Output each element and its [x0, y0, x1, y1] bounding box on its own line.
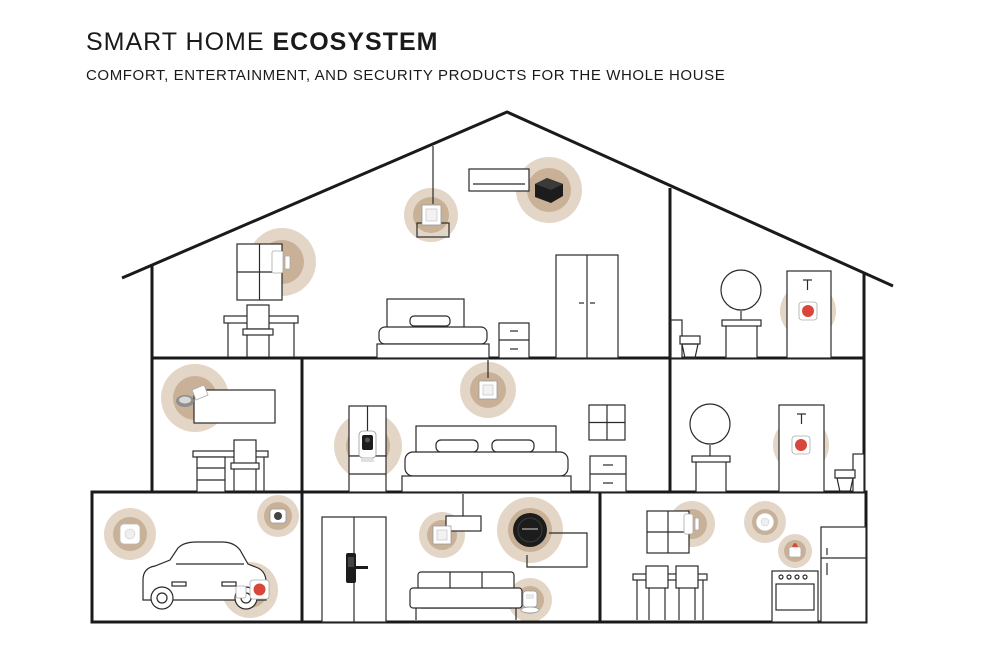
- door-window-sensor-icon: [683, 513, 700, 535]
- robot-vacuum-icon: [513, 513, 547, 547]
- attic-bathroom-furniture: [670, 269, 832, 359]
- smoke-detector-icon: [119, 523, 141, 545]
- smart-light-switch-icon: [478, 380, 498, 400]
- page-title: SMART HOME ECOSYSTEM: [86, 28, 438, 57]
- smart-lock-icon: [346, 553, 368, 583]
- kitchen-furniture: [632, 510, 867, 623]
- door-window-sensor-icon: [271, 250, 291, 274]
- outdoor-camera-icon: [269, 508, 287, 524]
- siren-icon: [788, 543, 802, 558]
- camera-icon: [358, 430, 377, 462]
- page-subtitle: COMFORT, ENTERTAINMENT, AND SECURITY PRO…: [86, 67, 726, 84]
- ir-hub-icon: [535, 178, 563, 203]
- smoke-detector-icon: [755, 512, 775, 532]
- title-light: SMART HOME: [86, 28, 265, 56]
- bedroom-furniture: [348, 360, 627, 493]
- office-furniture: [192, 389, 276, 493]
- garage-furniture: [142, 541, 267, 610]
- motion-sensor-icon: [176, 384, 209, 407]
- attic-bedroom-furniture: [223, 146, 619, 359]
- sos-button-icon: [791, 435, 811, 455]
- smart-light-switch-icon: [421, 204, 442, 226]
- sos-button-icon: [798, 301, 818, 321]
- title-bold: ECOSYSTEM: [272, 28, 439, 56]
- pet-feeder-icon: [520, 590, 540, 614]
- sos-button-icon: [235, 579, 270, 600]
- smart-light-switch-icon: [432, 525, 452, 545]
